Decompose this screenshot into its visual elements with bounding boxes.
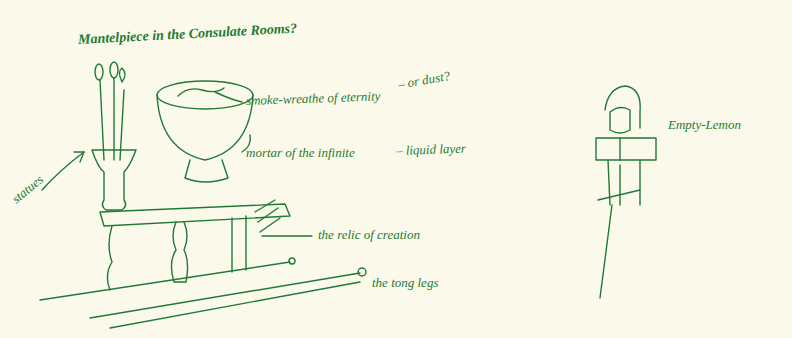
annotation: the relic of creation [318, 228, 420, 242]
sketch-title: Mantelpiece in the Consulate Rooms? [78, 21, 298, 48]
annotation: – liquid layer [396, 142, 467, 159]
annotation: statues [9, 172, 46, 206]
annotation: mortar of the infinite [246, 146, 355, 160]
annotation: the tong legs [372, 276, 438, 290]
annotation: – or dust? [397, 69, 451, 92]
annotation: smoke-wreathe of eternity [246, 89, 381, 108]
annotation: Empty-Lemon [668, 118, 741, 132]
